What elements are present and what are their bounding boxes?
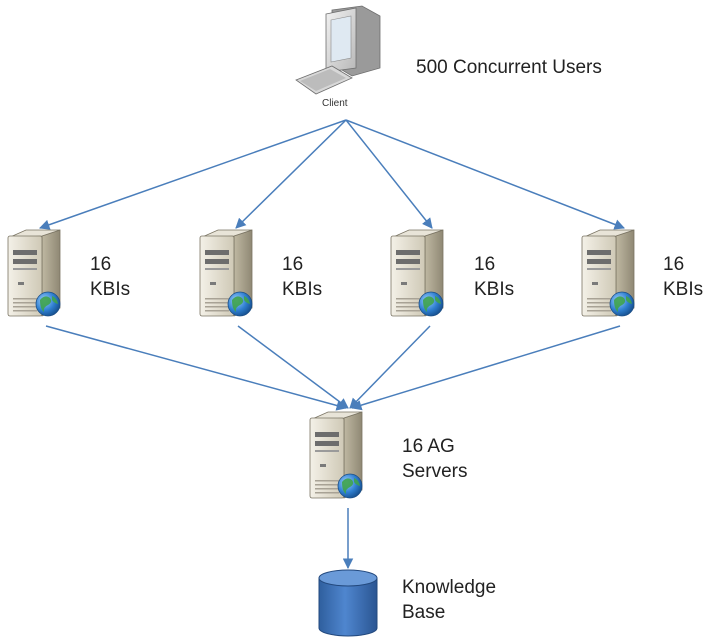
ag-server-label-line2: Servers [402, 461, 468, 482]
kbi-label-2: 16 KBIs [282, 252, 322, 302]
kbi-server-icon-1 [7, 229, 61, 317]
database-cylinder-icon [318, 569, 378, 637]
kbi-to-ag-arrows [45, 325, 621, 411]
ag-server-label-line1: 16 AG [402, 436, 455, 457]
ag-server-icon [309, 411, 363, 499]
kbi-server-icon-4 [581, 229, 635, 317]
kbi-label-1-line1: 16 [90, 254, 112, 275]
knowledge-base-label-line2: Base [402, 602, 446, 623]
kbi-label-4-line2: KBIs [663, 279, 704, 300]
kbi-label-4-line1: 16 [663, 254, 685, 275]
kbi-label-3-line1: 16 [474, 254, 496, 275]
arrow-client-kbi-3 [345, 119, 433, 229]
kbi-server-icon-3 [390, 229, 444, 317]
kbi-label-3-line2: KBIs [474, 279, 515, 300]
arrow-kbi1-ag [45, 325, 348, 411]
kbi-label-4: 16 KBIs [663, 252, 703, 302]
kbi-label-1: 16 KBIs [90, 252, 130, 302]
kbi-label-3: 16 KBIs [474, 252, 514, 302]
kbi-label-2-line2: KBIs [282, 279, 323, 300]
kbi-server-icon-2 [199, 229, 253, 317]
arrow-kbi4-ag [350, 325, 621, 411]
ag-server-label: 16 AG Servers [402, 434, 467, 484]
arrow-client-kbi-1 [39, 119, 347, 230]
client-computer-icon [295, 5, 381, 95]
arrow-client-kbi-2 [235, 119, 347, 229]
kbi-label-1-line2: KBIs [90, 279, 131, 300]
client-caption-text: Client [322, 98, 348, 109]
client-to-kbi-arrows [39, 119, 625, 230]
arrow-kbi2-ag [237, 325, 349, 409]
knowledge-base-label: Knowledge Base [402, 575, 496, 625]
client-users-label: 500 Concurrent Users [416, 55, 602, 80]
client-users-text: 500 Concurrent Users [416, 57, 602, 78]
arrow-client-kbi-4 [345, 119, 625, 230]
arrow-kbi3-ag [349, 325, 431, 409]
knowledge-base-label-line1: Knowledge [402, 577, 497, 598]
client-caption: Client [322, 98, 348, 110]
kbi-label-2-line1: 16 [282, 254, 304, 275]
